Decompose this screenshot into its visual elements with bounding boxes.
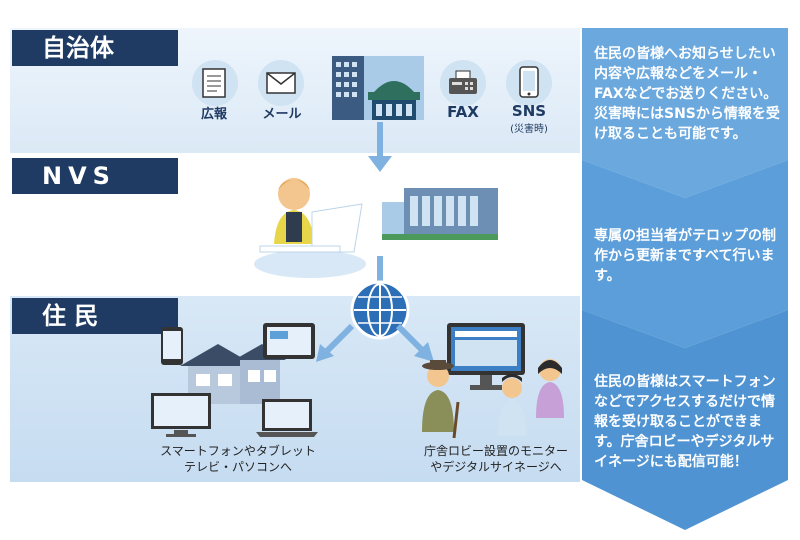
gov-item-label-3: FAX	[433, 103, 493, 121]
residents-people-icon	[414, 352, 574, 446]
gov-item-label-1: 広報	[186, 103, 242, 122]
section-label-residents: 住 民	[12, 298, 178, 334]
phone-device-icon	[160, 326, 184, 366]
gov-item-sublabel-4: (災害時)	[499, 120, 559, 135]
tv-device-icon	[150, 392, 212, 438]
envelope-icon	[266, 72, 296, 94]
laptop-device-icon	[254, 398, 320, 438]
tablet-device-icon	[262, 322, 316, 360]
lobby-caption-line2: やデジタルサイネージへ	[406, 459, 586, 475]
operator-illustration	[250, 168, 370, 286]
fax-icon	[448, 70, 478, 96]
devices-caption-line2: テレビ・パソコンへ	[148, 459, 328, 475]
down-arrow-icon	[368, 122, 392, 174]
gov-item-label-2: メール	[250, 103, 314, 122]
sidebar-text-nvs: 専属の担当者がテロップの制作から更新まですべて行います。	[594, 226, 780, 286]
smartphone-icon	[519, 66, 539, 98]
section-label-nvs: NVS	[12, 158, 178, 194]
devices-caption-line1: スマートフォンやタブレット	[148, 443, 328, 459]
sidebar-text-gov: 住民の皆様へお知らせしたい内容や広報などをメール・FAXなどでお送りください。災…	[594, 44, 780, 144]
gov-item-label-4: SNS	[499, 102, 559, 120]
city-hall-icon	[330, 52, 430, 122]
document-icon	[202, 68, 228, 98]
lobby-caption-line1: 庁舎ロビー設置のモニター	[406, 443, 586, 459]
sidebar-text-residents: 住民の皆様はスマートフォンなどでアクセスするだけで情報を受け取ることができます。…	[594, 372, 780, 472]
section-label-gov: 自治体	[12, 30, 178, 66]
nvs-building-icon	[380, 186, 500, 242]
